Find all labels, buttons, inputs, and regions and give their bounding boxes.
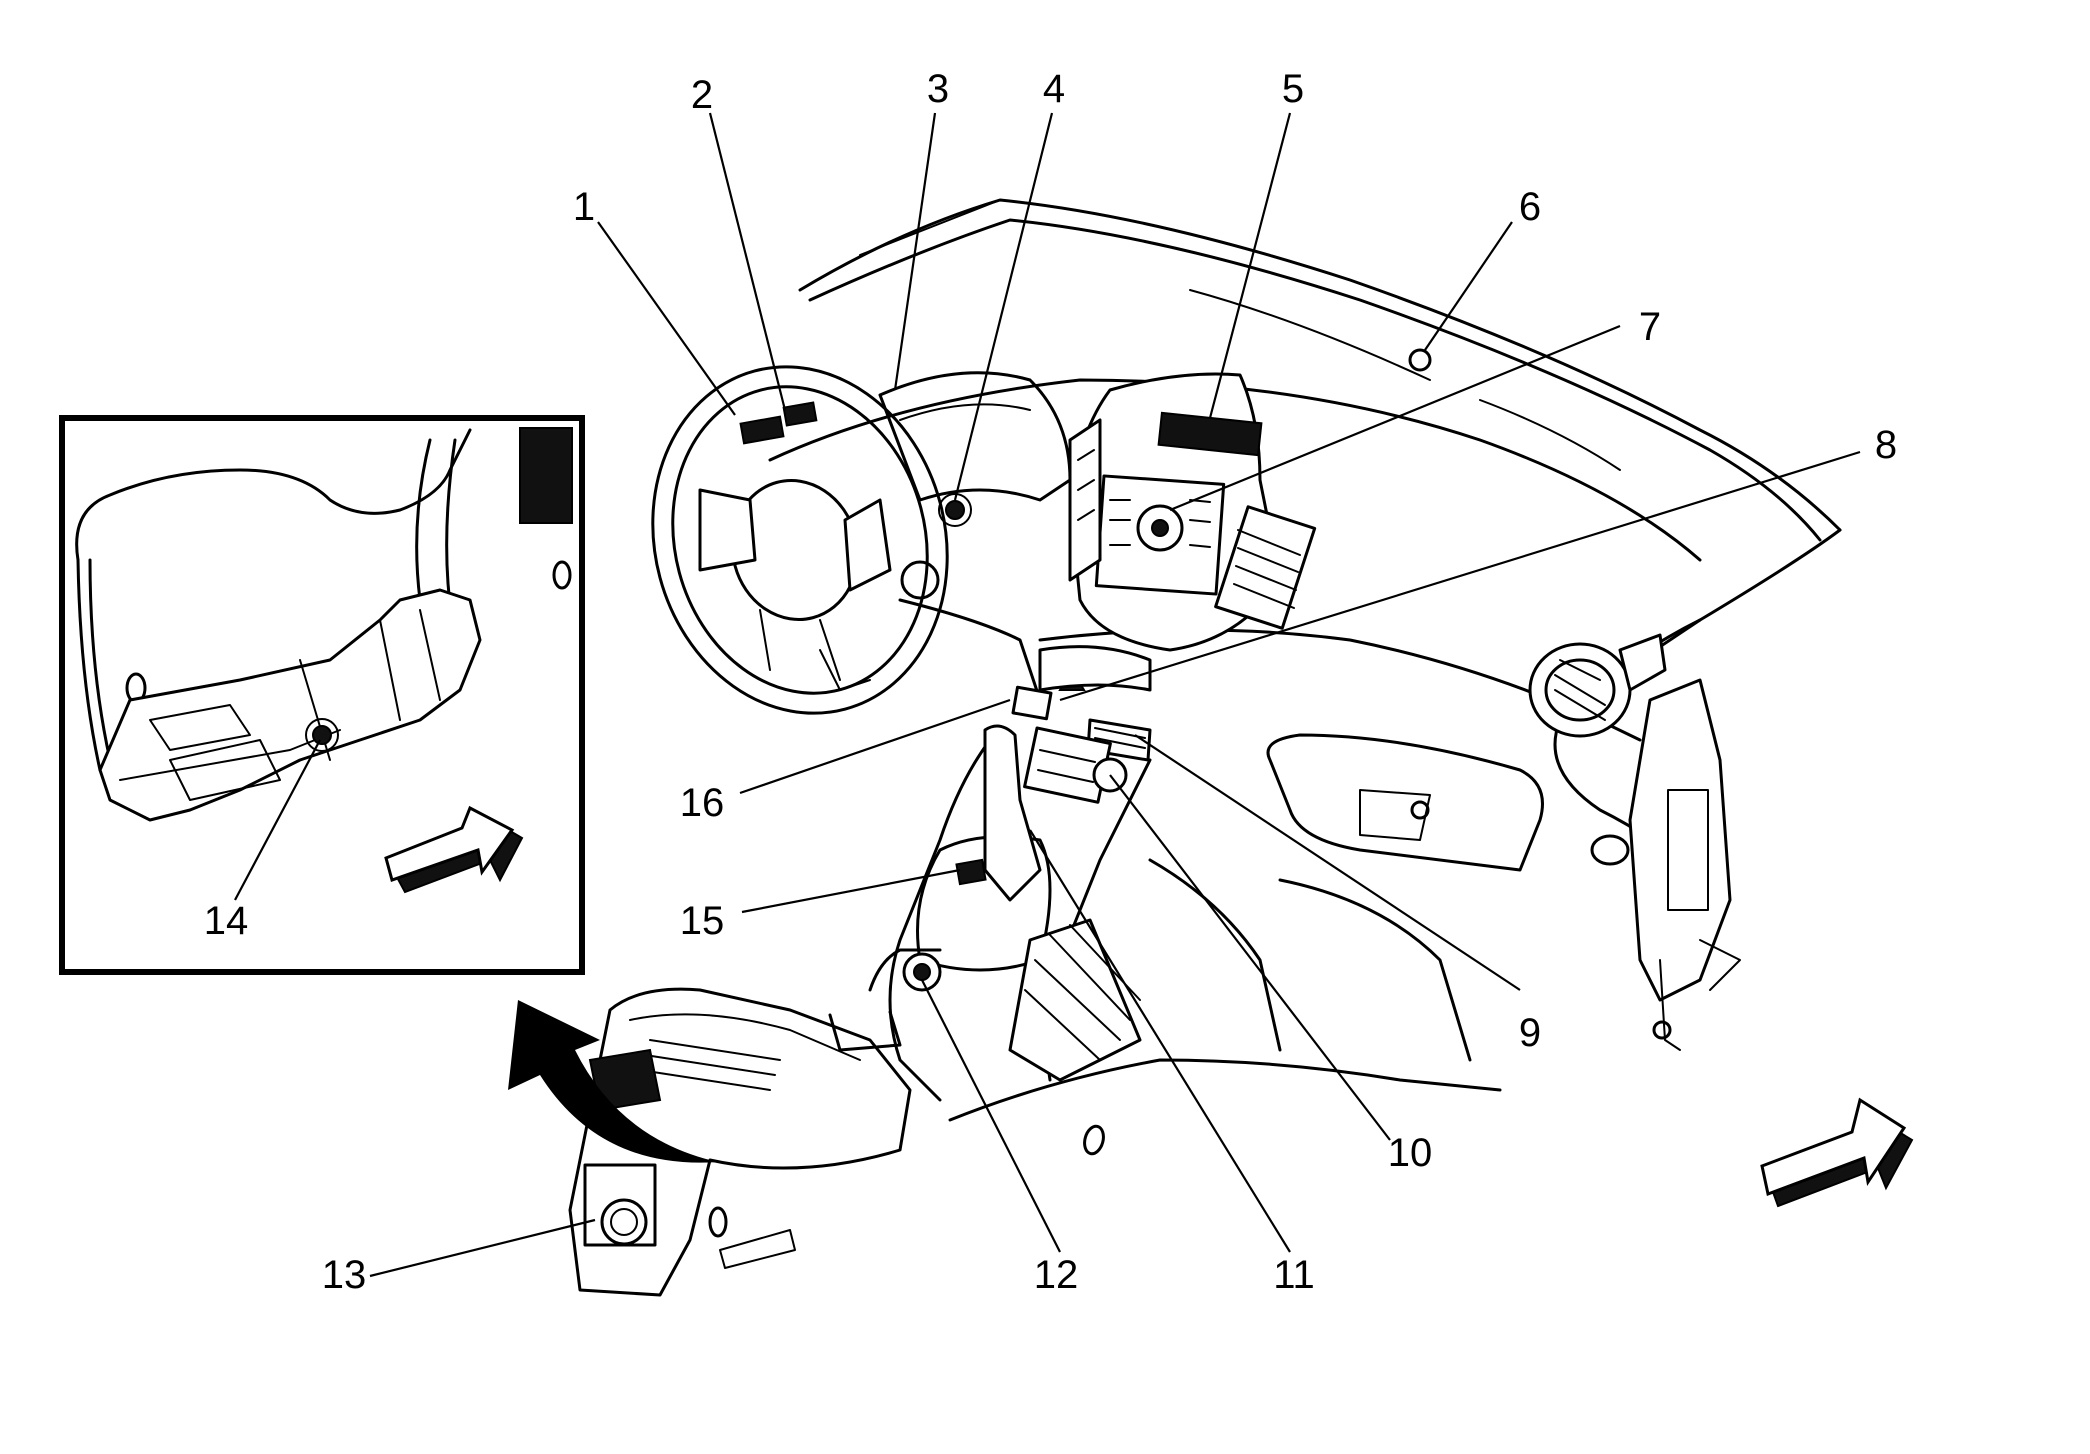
callout-15: 15 xyxy=(680,899,725,943)
callout-5: 5 xyxy=(1282,67,1304,111)
lower-vent xyxy=(1038,645,1152,692)
console-side-panel xyxy=(1008,918,1142,1082)
callout-7: 7 xyxy=(1639,305,1661,349)
callout-11: 11 xyxy=(1273,1253,1315,1297)
callout-4: 4 xyxy=(1043,67,1065,111)
side-module xyxy=(1628,678,1732,1002)
display-screen xyxy=(1157,411,1263,457)
inset-detail xyxy=(59,415,585,975)
callout-14: 14 xyxy=(204,899,249,943)
dashboard-assembly xyxy=(508,198,1842,1297)
center-console xyxy=(888,738,992,1102)
dash-top-edge xyxy=(798,198,1842,532)
callout-8: 8 xyxy=(1875,423,1897,467)
leader-lines xyxy=(234,112,1861,1278)
curved-arrow-icon xyxy=(508,1000,718,1163)
callout-6: 6 xyxy=(1519,185,1541,229)
callout-16: 16 xyxy=(680,781,725,825)
solar-sensor xyxy=(1408,348,1432,372)
shift-lever xyxy=(983,724,1042,902)
rear-outlet xyxy=(600,1198,648,1246)
shift-indicator xyxy=(955,858,987,886)
callout-labels: 1 2 3 4 5 6 7 8 9 10 11 12 13 14 15 16 xyxy=(204,67,1897,1297)
ignition-switch xyxy=(945,500,965,520)
callout-2: 2 xyxy=(691,73,713,117)
glove-box xyxy=(1266,733,1544,872)
instrument-cluster xyxy=(878,371,1072,502)
center-vent xyxy=(1214,505,1317,630)
steering-switch xyxy=(739,415,785,445)
callout-9: 9 xyxy=(1519,1011,1541,1055)
callout-3: 3 xyxy=(927,67,949,111)
callout-13: 13 xyxy=(322,1253,367,1297)
callout-1: 1 xyxy=(573,185,595,229)
hazard-switch xyxy=(1011,685,1053,721)
cruise-switch xyxy=(782,401,818,427)
callout-10: 10 xyxy=(1388,1131,1433,1175)
direction-arrow-icon xyxy=(1760,1097,1914,1208)
inset-dash-outline xyxy=(75,428,472,562)
inset-sensor xyxy=(312,725,332,745)
callout-12: 12 xyxy=(1034,1253,1079,1297)
direction-arrow-icon xyxy=(384,805,524,894)
